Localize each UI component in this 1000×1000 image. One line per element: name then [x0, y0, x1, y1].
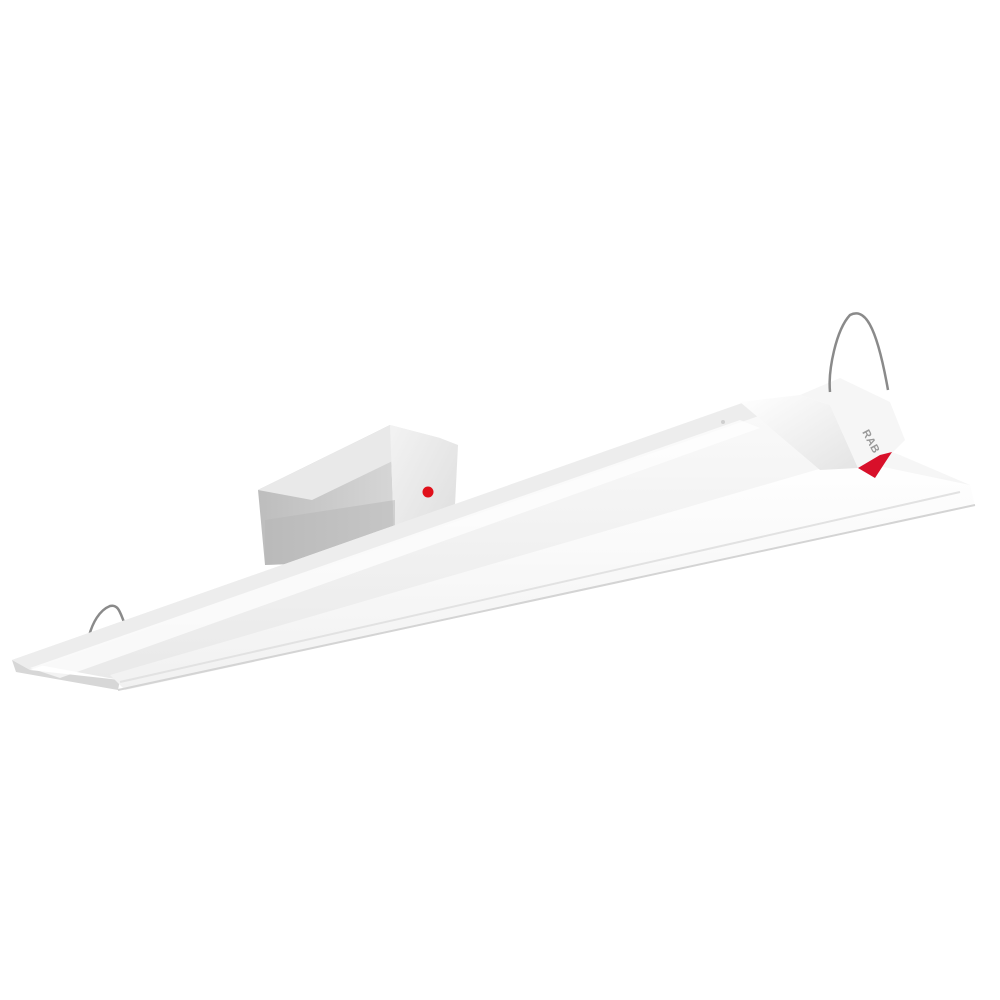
- end-cap: RAB: [721, 378, 905, 478]
- hanger-hook-icon: [828, 312, 890, 393]
- hanger-hook-icon: [86, 604, 126, 641]
- lens-panel: [30, 420, 976, 691]
- indicator-led-icon: [422, 486, 434, 498]
